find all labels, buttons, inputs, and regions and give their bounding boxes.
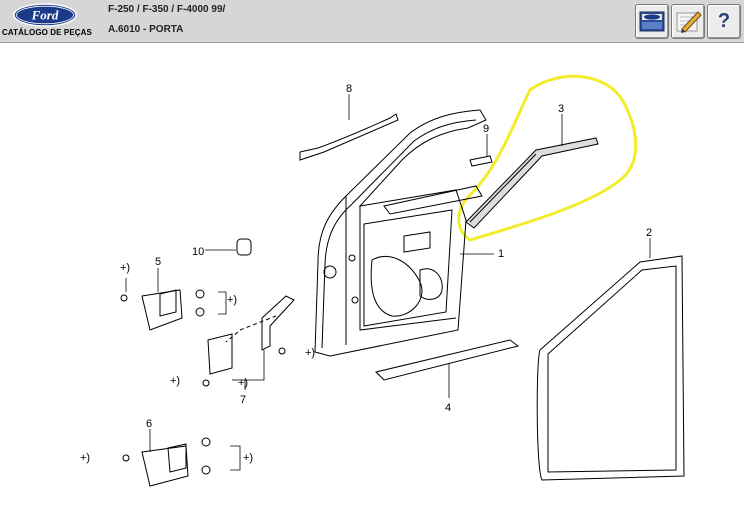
edit-button[interactable] xyxy=(671,4,705,39)
ford-catalog-icon xyxy=(639,11,665,32)
callout-3[interactable]: 3 xyxy=(558,103,564,115)
plus-marker: +) xyxy=(227,294,237,306)
section-title: A.6010 - PORTA xyxy=(108,24,184,35)
callout-labels: 1 2 3 4 5 6 7 8 9 10 +) +) +) +) +) +) +… xyxy=(80,83,652,464)
callout-10[interactable]: 10 xyxy=(192,246,204,258)
parts-outlines[interactable] xyxy=(120,137,685,487)
callout-8[interactable]: 8 xyxy=(346,83,352,95)
plus-marker: +) xyxy=(80,452,90,464)
plus-marker: +) xyxy=(238,377,248,389)
callout-7[interactable]: 7 xyxy=(240,394,246,406)
vehicle-model: F-250 / F-350 / F-4000 99/ xyxy=(108,4,226,15)
ford-oval-logo: Ford xyxy=(13,3,77,27)
help-button[interactable]: ? xyxy=(707,4,741,39)
ford-logo: Ford CATÁLOGO DE PEÇAS xyxy=(0,0,94,42)
callout-1[interactable]: 1 xyxy=(498,248,504,260)
callout-6[interactable]: 6 xyxy=(146,418,152,430)
callout-2[interactable]: 2 xyxy=(646,227,652,239)
plus-marker: +) xyxy=(170,375,180,387)
door-parts-diagram: 1 2 3 4 5 6 7 8 9 10 +) +) +) +) +) +) +… xyxy=(80,74,685,487)
callout-9[interactable]: 9 xyxy=(483,123,489,135)
callout-4[interactable]: 4 xyxy=(445,402,451,414)
plus-marker: +) xyxy=(120,262,130,274)
plus-marker: +) xyxy=(305,347,315,359)
callout-5[interactable]: 5 xyxy=(155,256,161,268)
catalog-home-button[interactable] xyxy=(635,4,669,39)
plus-marker: +) xyxy=(243,452,253,464)
selection-highlight xyxy=(457,74,638,242)
pencil-edit-icon xyxy=(676,11,702,33)
catalog-caption: CATÁLOGO DE PEÇAS xyxy=(1,28,92,37)
brand-name: Ford xyxy=(31,8,59,23)
app-header: Ford CATÁLOGO DE PEÇAS F-250 / F-350 / F… xyxy=(0,0,744,43)
help-icon: ? xyxy=(717,10,731,32)
door-shell[interactable] xyxy=(299,109,493,357)
leader-lines xyxy=(125,94,651,471)
